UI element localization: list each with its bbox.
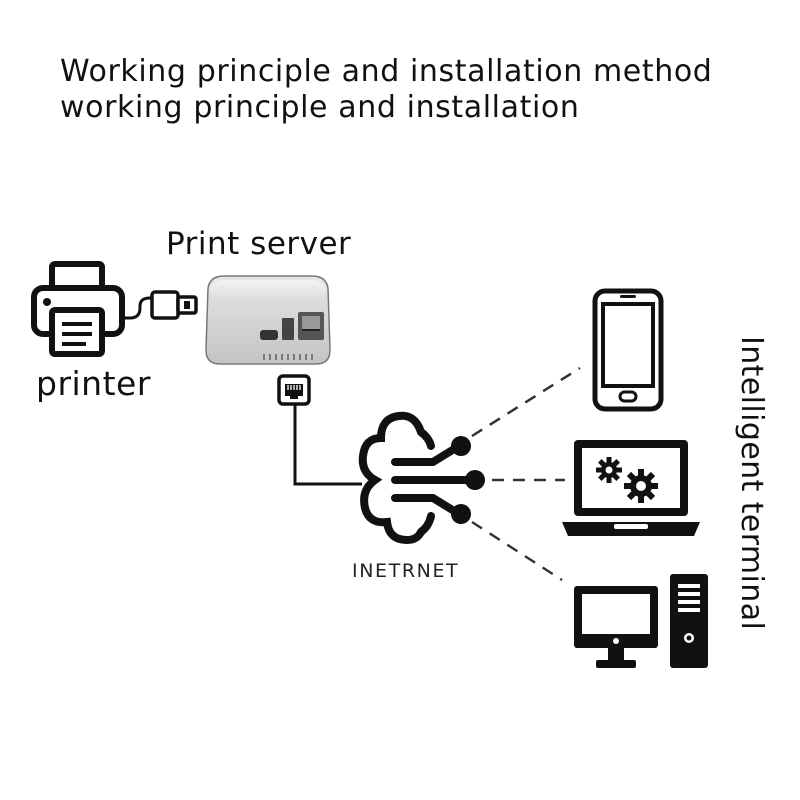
laptop-icon (562, 440, 700, 536)
ethernet-cable (293, 404, 362, 486)
printer-icon (31, 261, 125, 357)
diagram-title-line-1: Working principle and installation metho… (60, 54, 713, 89)
internet-cloud-icon (358, 411, 485, 545)
diagram-title-line-2: working principle and installation (60, 90, 580, 125)
printer-label: printer (36, 364, 151, 403)
print-server-device (205, 275, 331, 365)
dashed-link-desktop (471, 520, 563, 582)
internet-label: INETRNET (352, 560, 460, 582)
ethernet-port-icon (277, 374, 311, 406)
dashed-link-phone (471, 366, 581, 438)
usb-plug-icon (150, 290, 198, 320)
intelligent-terminal-label: Intelligent terminal (734, 336, 769, 631)
smartphone-icon (592, 288, 664, 412)
desktop-computer-icon (574, 574, 708, 668)
usb-cable (122, 296, 152, 320)
print-server-label: Print server (166, 226, 352, 262)
